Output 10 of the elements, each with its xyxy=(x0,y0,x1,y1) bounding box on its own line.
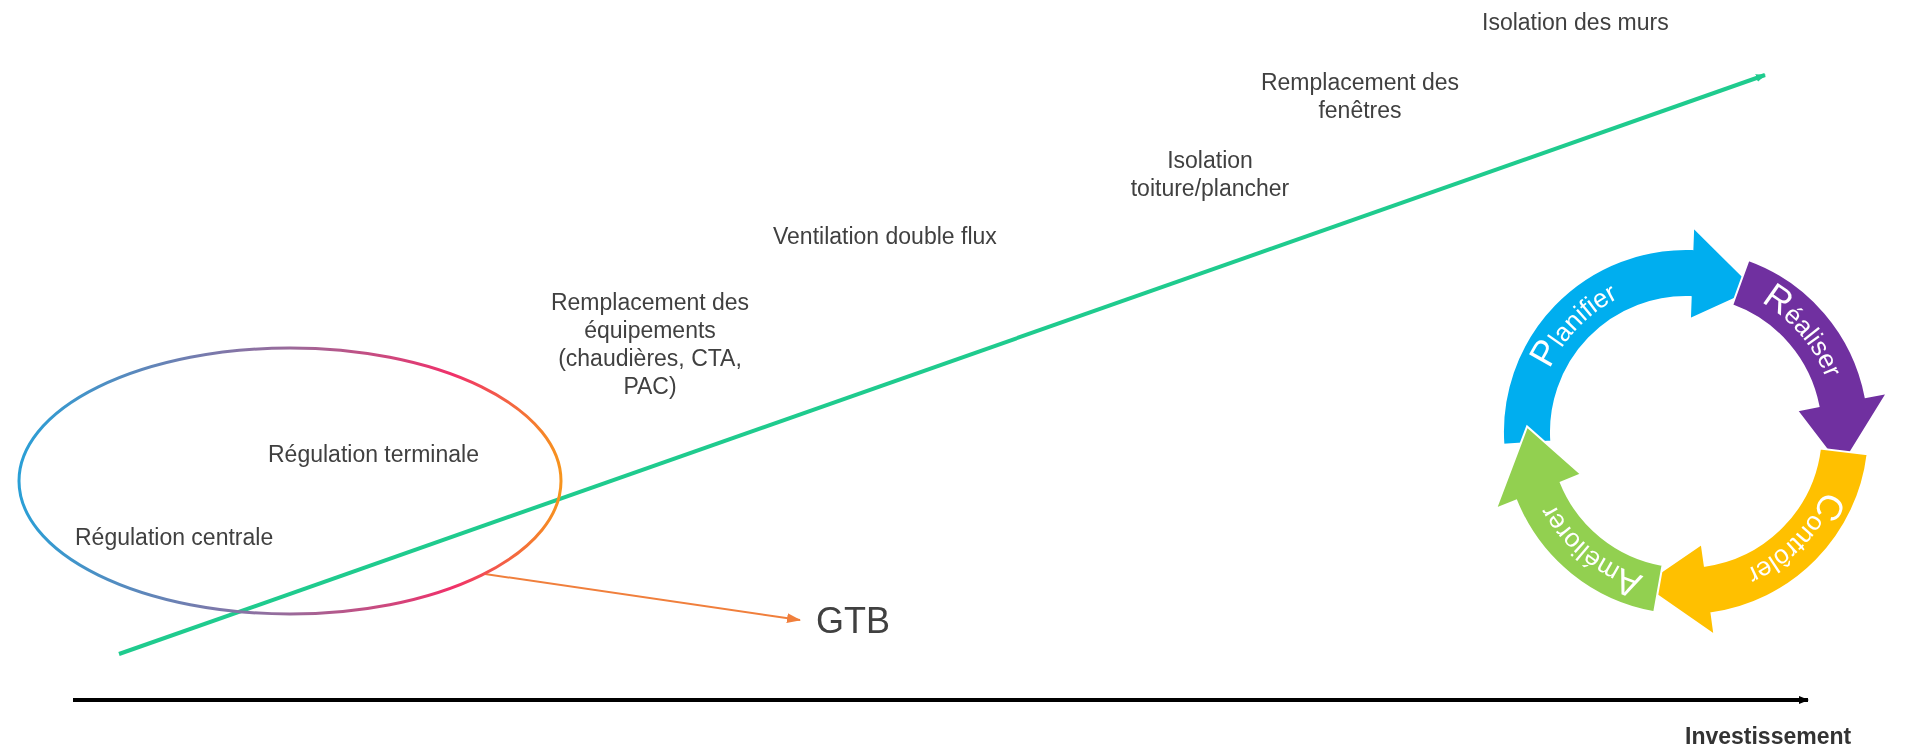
arrow xyxy=(484,573,801,624)
measure-label: Ventilation double flux xyxy=(773,222,997,250)
node-text: Régulation centrale xyxy=(75,523,274,551)
measure-label: Remplacement des équipements (chaudières, CTA, PAC) xyxy=(549,288,751,400)
node-text: Régulation terminale xyxy=(268,440,479,468)
measure-label: Isolation des murs xyxy=(1482,8,1669,36)
axis-label: Investissement xyxy=(1685,722,1852,750)
measure-label: Isolation toiture/plancher xyxy=(1129,146,1291,202)
measure-label: Remplacement des fenêtres xyxy=(1259,68,1461,124)
node-text: GTB xyxy=(816,600,890,642)
